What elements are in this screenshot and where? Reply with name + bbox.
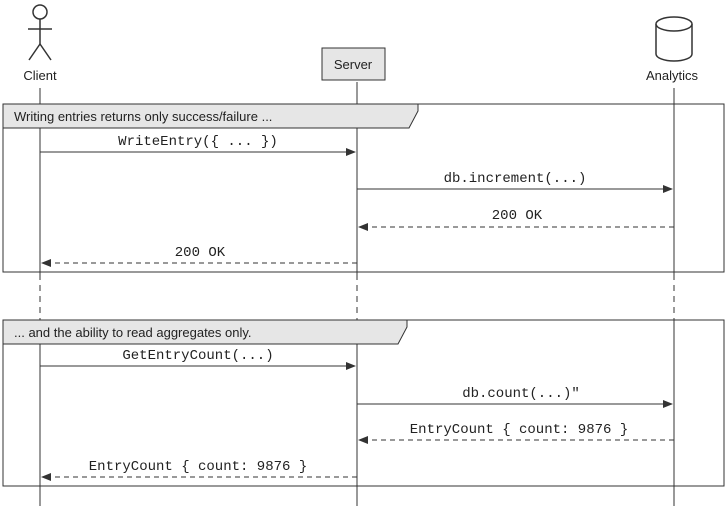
message-label: GetEntryCount(...) (122, 348, 273, 364)
reply-label: EntryCount { count: 9876 } (89, 459, 307, 475)
server-box (321, 47, 386, 81)
reply-label: EntryCount { count: 9876 } (410, 422, 628, 438)
reply-label: 200 OK (492, 208, 543, 224)
group-label: ... and the ability to read aggregates o… (14, 325, 252, 340)
group-label: Writing entries returns only success/fai… (14, 109, 272, 124)
group-frame-write (2, 103, 725, 273)
message-label: db.increment(...) (444, 171, 587, 187)
reply-label: 200 OK (175, 245, 226, 261)
group-header-tab (2, 103, 419, 129)
group-header-tab (2, 319, 408, 345)
message-label: WriteEntry({ ... }) (118, 134, 278, 150)
server-label: Server (334, 57, 373, 72)
analytics-label: Analytics (646, 68, 699, 83)
client-actor-icon (28, 4, 52, 61)
analytics-database-icon (655, 16, 693, 62)
message-label: db.count(...)" (462, 386, 580, 402)
client-label: Client (23, 68, 57, 83)
